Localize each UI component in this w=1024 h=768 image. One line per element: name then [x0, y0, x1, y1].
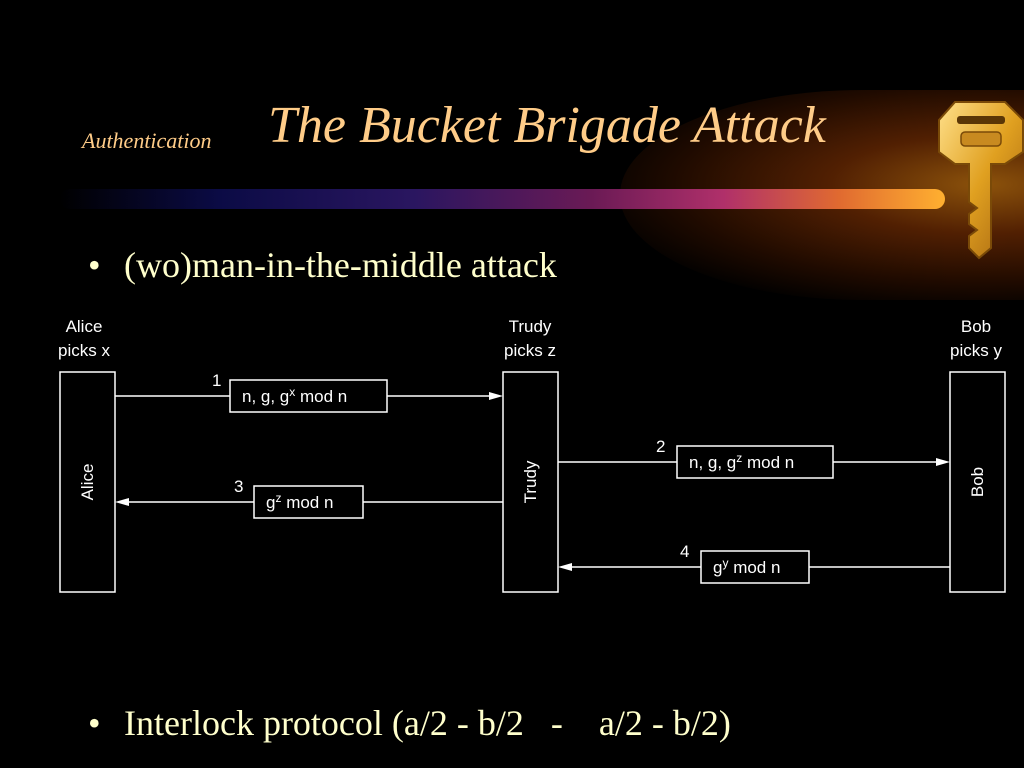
message-2-text: n, g, gz mod n [689, 451, 794, 472]
message-1-text: n, g, gx mod n [242, 385, 347, 406]
trudy-lifeline-box [502, 371, 559, 593]
bob-header-line2: picks y [950, 341, 1002, 360]
bullet-text: (wo)man-in-the-middle attack [124, 245, 557, 285]
message-1-number: 1 [212, 371, 221, 390]
message-3-text: gz mod n [266, 491, 333, 512]
message-4-number: 4 [680, 542, 689, 561]
bob-header-line1: Bob [961, 317, 991, 336]
trudy-header-line1: Trudy [509, 317, 552, 336]
arrowhead-icon [115, 498, 129, 506]
alice-header-line2: picks x [58, 341, 110, 360]
bullet-item: • Interlock protocol (a/2 - b/2 - a/2 - b… [88, 702, 731, 744]
message-4-text: gy mod n [713, 556, 780, 577]
trudy-header-line2: picks z [504, 341, 556, 360]
arrowhead-icon [558, 563, 572, 571]
key-icon [938, 101, 1024, 260]
message-2-box [676, 445, 834, 479]
alice-lifeline-box [59, 371, 116, 593]
bullet-item: • (wo)man-in-the-middle attack [88, 244, 557, 286]
trudy-box-label: Trudy [521, 460, 540, 503]
message-3-box [253, 485, 364, 519]
message-3-number: 3 [234, 477, 243, 496]
arrowhead-icon [936, 458, 950, 466]
message-4-box [700, 550, 810, 584]
bob-box-label: Bob [968, 467, 987, 497]
message-2-number: 2 [656, 437, 665, 456]
alice-header-line1: Alice [66, 317, 103, 336]
title-underline-bar [60, 189, 945, 209]
message-1-box [229, 379, 388, 413]
bob-lifeline-box [949, 371, 1006, 593]
alice-box-label: Alice [78, 464, 97, 501]
protocol-diagram: Alice picks x Trudy picks z Bob picks y … [58, 317, 1006, 593]
section-label: Authentication [82, 128, 212, 153]
slide-title: The Bucket Brigade Attack [268, 97, 826, 154]
bullet-dot-icon: • [88, 703, 101, 743]
arrowhead-icon [489, 392, 503, 400]
bullet-text: Interlock protocol (a/2 - b/2 - a/2 - b/… [124, 703, 731, 743]
bullet-dot-icon: • [88, 245, 101, 285]
